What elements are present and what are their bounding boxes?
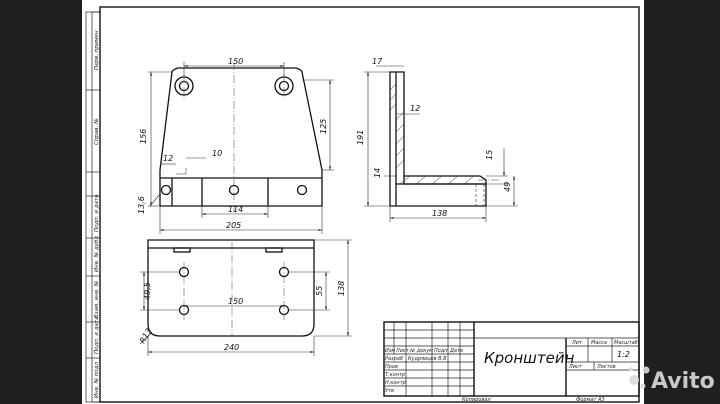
sheet-format: А3 — [597, 397, 605, 403]
dim-top-hole-spacing: 150 — [228, 297, 243, 306]
dim-top-hole-vertical: 49,5 — [143, 282, 152, 300]
tb-label-scale: Масштаб — [614, 340, 638, 346]
drawing-sheet — [82, 0, 644, 404]
dim-top-outer-height: 138 — [337, 281, 346, 296]
dim-side-base-thickness: 15 — [485, 150, 494, 160]
drawing-frame — [99, 6, 640, 403]
front-view — [159, 62, 323, 214]
top-view-dimensions: 49,5 150 55 138 R13 240 — [138, 239, 352, 356]
side-view — [389, 71, 500, 207]
top-view — [147, 239, 315, 337]
tb-label-doc: № докум — [409, 348, 433, 354]
side-label-sprav-no: Справ. № — [94, 118, 100, 145]
side-label-inv-dubl: Инв. № дубл — [94, 236, 100, 272]
drawing-title: Кронштейн — [484, 349, 575, 367]
tb-razrab-name: Кудрявцев В.В — [408, 356, 447, 362]
tb-label-list: Лист — [395, 348, 410, 354]
dim-front-slot-width: 12 — [163, 154, 173, 163]
tb-label-nkontr: Н.контр — [385, 380, 406, 386]
dim-front-bottom-chamfer: 13,6 — [137, 196, 146, 214]
side-label-perv-primen: Перв. примен — [94, 30, 100, 70]
dim-front-right-height: 125 — [319, 119, 328, 134]
tb-label-razrab: Разраб — [385, 356, 403, 362]
dim-side-base-length: 138 — [432, 209, 447, 218]
front-view-dimensions: 150 156 125 12 10 13,6 114 205 — [137, 57, 334, 234]
left-side-columns: Перв. примен Справ. № Подп. и дата Инв. … — [85, 11, 101, 403]
dim-side-total-height: 191 — [356, 130, 365, 145]
dim-side-rib-offset: 14 — [373, 168, 382, 178]
dim-top-inner-height: 55 — [315, 286, 324, 296]
tb-label-date: Дата — [449, 348, 463, 354]
copied-label: Копировал — [462, 397, 491, 403]
tb-label-izm: Изм — [385, 348, 395, 354]
tb-label-mass: Масса — [591, 340, 607, 346]
dim-side-base-height: 49 — [503, 182, 512, 192]
dim-front-top-spacing: 150 — [228, 57, 243, 66]
dim-front-left-height: 156 — [139, 129, 148, 144]
tb-label-sheets: Листов — [596, 364, 616, 370]
avito-watermark: Avito — [629, 366, 715, 394]
side-view-dimensions: 17 191 12 14 15 49 138 — [356, 57, 518, 222]
side-label-podp-data-1: Подп. и дата — [94, 194, 100, 232]
format-label: Формат — [576, 397, 597, 403]
dim-front-slot-height: 10 — [212, 149, 222, 158]
tb-label-sign: Подп — [434, 348, 448, 354]
tb-label-tkontr: Т.контр — [385, 372, 405, 378]
dim-front-bottom-spacing: 114 — [228, 205, 243, 214]
dim-side-top-width: 17 — [372, 57, 383, 66]
side-label-vzam-inv: Взам. инв. № — [94, 280, 100, 318]
avito-watermark-text: Avito — [651, 369, 715, 394]
tb-scale-value: 1:2 — [617, 350, 630, 359]
side-label-inv-podl: Инв. № подл — [94, 361, 100, 398]
tb-label-utv: Утв — [385, 388, 394, 394]
tb-label-sheet: Лист — [568, 364, 583, 370]
dim-front-overall-width: 205 — [226, 221, 241, 230]
avito-logo-icon — [629, 375, 639, 385]
title-block: Изм Лист № докум Подп Дата Разраб Кудряв… — [383, 321, 640, 397]
tb-label-lit: Лит — [571, 340, 583, 346]
dim-top-overall-width: 240 — [224, 343, 239, 352]
side-label-podp-data-2: Подп. и дата — [94, 316, 100, 354]
dim-side-wall-thickness: 12 — [410, 104, 420, 113]
tb-label-prov: Пров — [385, 364, 398, 370]
